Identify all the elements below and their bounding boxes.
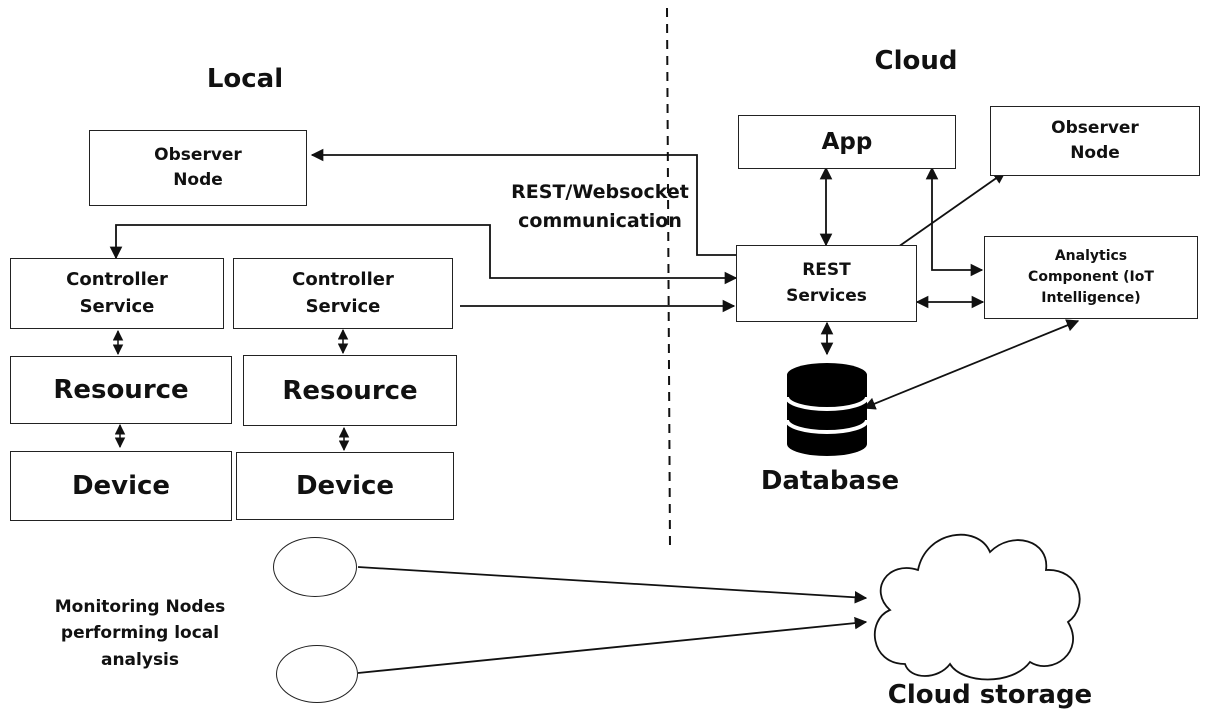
cloud-storage-label: Cloud storage — [887, 680, 1093, 710]
resource-2-label: Resource — [282, 375, 418, 406]
controller-service-1: Controller Service — [10, 258, 224, 329]
device-1-label: Device — [71, 471, 171, 501]
resource-2: Resource — [243, 355, 457, 426]
device-1: Device — [10, 451, 232, 521]
local-observer-node-label: Observer Node — [154, 145, 242, 190]
arrow-database-analytics — [862, 319, 1080, 410]
controller-service-1-label: Controller Service — [66, 269, 168, 317]
analytics-component-label: Analytics Component (IoT Intelligence) — [1028, 248, 1154, 306]
cloud-observer-node-label: Observer Node — [1051, 118, 1139, 163]
rest-services-box: REST Services — [736, 245, 917, 322]
cloud-observer-node: Observer Node — [990, 106, 1200, 176]
communication-label: REST/Websocket communication — [511, 181, 689, 232]
database-label: Database — [760, 466, 900, 496]
app-box: App — [738, 115, 956, 169]
analytics-component: Analytics Component (IoT Intelligence) — [984, 236, 1198, 319]
arrow-monitor1-cloud — [357, 566, 868, 604]
database-icon — [785, 363, 869, 456]
app-label: App — [821, 129, 873, 155]
device-2: Device — [236, 452, 454, 520]
local-heading: Local — [206, 64, 284, 94]
cloud-heading: Cloud — [874, 46, 958, 76]
monitoring-node-2 — [276, 645, 358, 703]
device-2-label: Device — [295, 471, 395, 501]
arrow-app-analytics — [925, 166, 984, 277]
controller-service-2-label: Controller Service — [292, 269, 394, 317]
rest-services-label: REST Services — [786, 260, 867, 306]
local-observer-node: Observer Node — [89, 130, 307, 206]
resource-1-label: Resource — [53, 375, 189, 405]
cloud-icon — [874, 533, 1081, 681]
monitoring-node-1 — [273, 537, 357, 597]
monitoring-nodes-label: Monitoring Nodes performing local analys… — [54, 597, 226, 670]
arrow-monitor2-cloud — [357, 616, 868, 674]
resource-1: Resource — [10, 356, 232, 424]
controller-service-2: Controller Service — [233, 258, 453, 329]
arrow-rest-cloud-observer — [897, 171, 1007, 248]
local-cloud-separator — [666, 7, 671, 549]
arrow-controller1-to-rest — [109, 224, 738, 285]
